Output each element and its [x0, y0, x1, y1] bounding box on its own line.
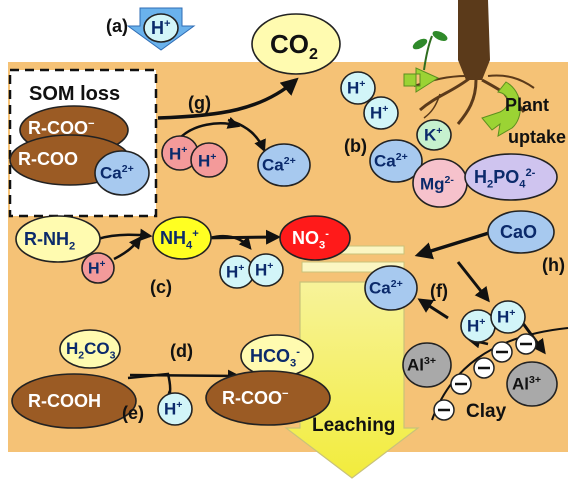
cao-bubble [487, 210, 555, 254]
h-c2-label: H+ [226, 262, 245, 282]
som-loss-label: SOM loss [29, 83, 121, 105]
mg-label: Mg2- [420, 174, 454, 194]
h-ion-b2 [363, 96, 399, 130]
h-g1-label: H+ [169, 144, 188, 164]
ca-g-label: Ca2+ [262, 155, 296, 175]
h2co3-label: H2CO3 [66, 339, 116, 362]
h-ion-c1 [81, 252, 115, 284]
k-label: K+ [424, 125, 443, 145]
h-ion-a [143, 13, 179, 43]
co2-label: CO2 [270, 29, 318, 64]
h-e-label: H+ [164, 399, 183, 419]
label-b: (b) [344, 136, 367, 156]
ca-f-label: Ca2+ [369, 278, 403, 298]
no3-bubble [279, 215, 351, 261]
h2po4-ion [464, 153, 558, 201]
h-b1-label: H+ [347, 78, 366, 98]
h-f2-label: H+ [497, 307, 516, 327]
r-coo-blob-d [205, 370, 331, 426]
h-ion-f2 [490, 300, 526, 334]
r-cooh-blob [11, 373, 137, 429]
k-ion [416, 119, 452, 151]
nh4-bubble [152, 216, 212, 260]
h-ion-e [157, 392, 193, 426]
al-ion-right [506, 361, 558, 407]
h-ion-g2 [190, 142, 228, 178]
ca-ion-b [369, 139, 423, 183]
ca-b-label: Ca2+ [374, 151, 408, 171]
h-b2-label: H+ [370, 103, 389, 123]
plant-uptake-label-1: Plant [505, 95, 550, 115]
r-coo-top-label: R-COO− [28, 118, 95, 138]
label-e: (e) [122, 403, 144, 423]
ca-ion-som [94, 150, 150, 196]
r-nh2-label: R-NH2 [24, 229, 76, 253]
nh4-label: NH4+ [160, 228, 199, 252]
ca-ion-f [364, 265, 418, 311]
al-right-label: Al3+ [512, 374, 542, 394]
h-g2-label: H+ [198, 151, 217, 171]
ca-ion-g [257, 143, 311, 187]
green-uptake-arrow-left [403, 67, 440, 93]
label-a: (a) [106, 16, 128, 36]
label-g: (g) [188, 93, 211, 113]
ca-som-label: Ca2+ [100, 163, 134, 183]
al-ion-left [402, 342, 452, 388]
h-ion-c3 [248, 253, 284, 287]
plant-uptake-label-2: uptake [508, 127, 567, 147]
h-c1-label: H+ [88, 259, 106, 278]
seedling-icon [412, 31, 448, 71]
h2po4-label: H2PO42- [474, 167, 536, 191]
r-coo-bottom-label: R-COO [18, 149, 78, 169]
leaching-arrow [284, 245, 420, 479]
h2co3-bubble [59, 329, 121, 369]
h-ion-a-label: H+ [151, 18, 171, 38]
r-coo-d-label: R-COO− [222, 388, 289, 408]
leaching-label: Leaching [312, 415, 396, 436]
label-f: (f) [430, 281, 448, 301]
r-nh2-bubble [15, 215, 101, 263]
label-c: (c) [150, 277, 172, 297]
label-h: (h) [542, 255, 565, 275]
cao-label: CaO [500, 222, 538, 242]
h-c3-label: H+ [255, 260, 274, 280]
green-uptake-arrow-right [481, 81, 521, 137]
no3-label: NO3- [292, 228, 329, 252]
co2-bubble [251, 13, 341, 75]
h-ion-b1 [340, 71, 376, 105]
r-cooh-label: R-COOH [28, 391, 101, 411]
al-left-label: Al3+ [407, 355, 437, 375]
h-f1-label: H+ [467, 316, 486, 336]
hco3-label: HCO3- [250, 346, 300, 370]
label-d: (d) [170, 341, 193, 361]
clay-label: Clay [466, 401, 507, 422]
